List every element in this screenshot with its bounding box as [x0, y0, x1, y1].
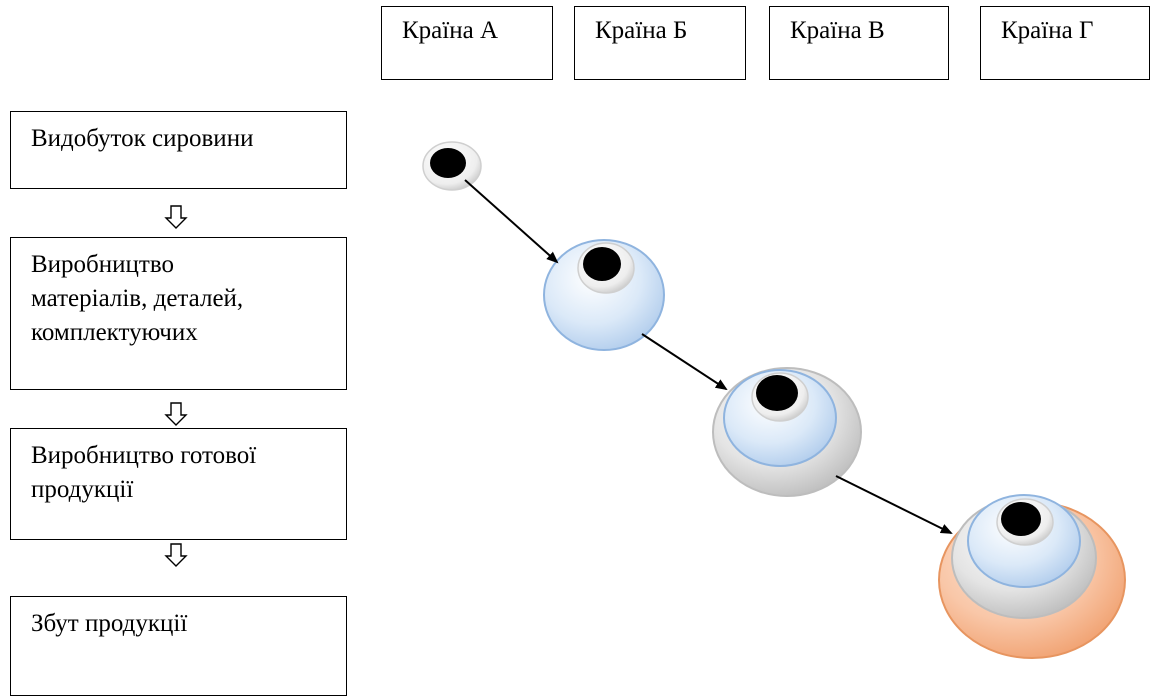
- country-box-g: Країна Г: [980, 6, 1150, 80]
- stage-box-final-product: Виробництво готової продукції: [10, 428, 347, 540]
- down-arrow-icon: [164, 402, 188, 426]
- arrow-b-to-v: [641, 333, 728, 391]
- node-b-core: [583, 247, 621, 281]
- node-a-core: [430, 148, 466, 178]
- stage-label-final-product: Виробництво готової продукції: [31, 442, 257, 503]
- country-box-b: Країна Б: [574, 6, 746, 80]
- stage-box-components: Виробництво матеріалів, деталей, комплек…: [10, 237, 347, 390]
- country-label-b: Країна Б: [595, 17, 688, 44]
- down-arrow-icon: [164, 543, 188, 567]
- stage-label-extraction: Видобуток сировини: [31, 125, 254, 152]
- country-label-a: Країна А: [402, 17, 498, 44]
- node-country-b: [543, 239, 665, 351]
- country-box-v: Країна В: [769, 6, 949, 80]
- down-arrow-icon: [164, 205, 188, 229]
- node-g-core: [1001, 502, 1041, 536]
- country-box-a: Країна А: [381, 6, 553, 80]
- country-label-v: Країна В: [790, 17, 885, 44]
- stage-label-sales: Збут продукції: [31, 610, 188, 637]
- stage-label-components: Виробництво матеріалів, деталей, комплек…: [31, 251, 244, 346]
- stage-box-sales: Збут продукції: [10, 596, 347, 696]
- stage-box-extraction: Видобуток сировини: [10, 111, 347, 189]
- node-country-g: [938, 494, 1126, 659]
- arrow-v-to-g: [835, 475, 953, 534]
- country-label-g: Країна Г: [1001, 17, 1094, 44]
- arrow-a-to-b: [464, 179, 559, 264]
- node-v-core: [756, 375, 798, 411]
- node-country-a: [422, 141, 482, 191]
- node-country-v: [712, 367, 862, 497]
